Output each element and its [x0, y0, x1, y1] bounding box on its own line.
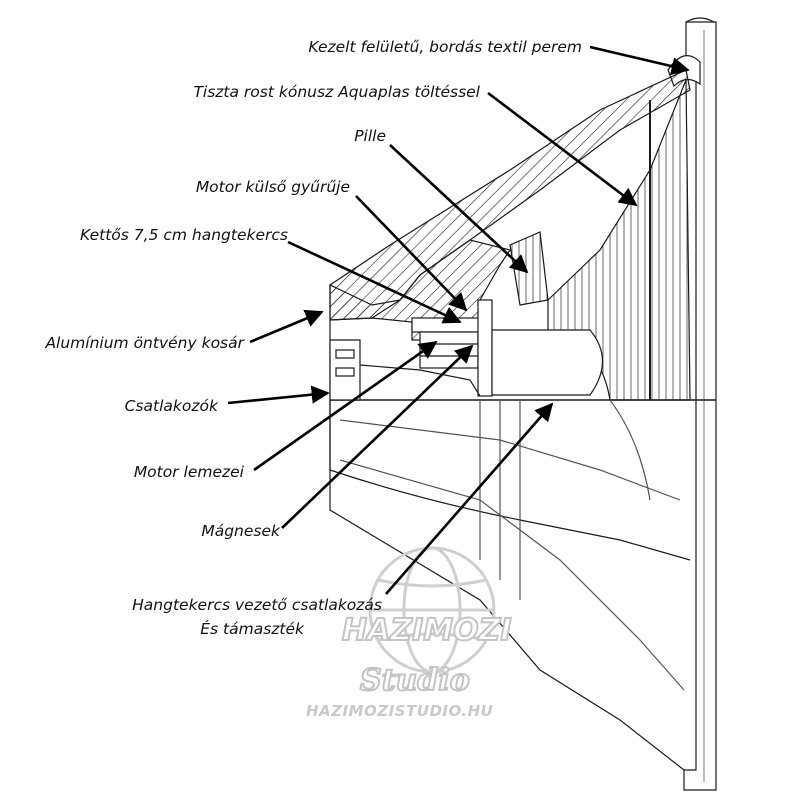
label-voice-coil: Kettős 7,5 cm hangtekercs — [80, 226, 288, 244]
label-dust-cap: Pille — [354, 127, 386, 145]
label-motor-plates: Motor lemezei — [134, 463, 245, 481]
pole-piece — [477, 299, 493, 397]
globe-icon — [368, 546, 496, 674]
arrow-basket — [249, 309, 324, 344]
arrow-surround — [589, 45, 690, 76]
label-terminals: Csatlakozók — [125, 397, 219, 415]
arrow-cone — [487, 91, 638, 207]
arrow-motor-ring — [355, 195, 468, 312]
arrow-terminals — [227, 385, 330, 405]
dust-cap — [509, 231, 549, 306]
leader-arrows — [227, 45, 690, 595]
arrow-coil-guide — [385, 402, 554, 595]
rear-body — [329, 320, 685, 771]
front-gasket — [683, 21, 717, 791]
label-magnets: Mágnesek — [201, 522, 281, 540]
arrow-voice-coil — [287, 240, 462, 324]
label-basket: Alumínium öntvény kosár — [44, 334, 245, 352]
label-coil-guide-line2: És támaszték — [200, 619, 305, 638]
watermark: HAZIMOZI Studio HAZIMOZISTUDIO.HU — [306, 546, 513, 720]
labels: Kezelt felületű, bordás textil perem Tis… — [44, 38, 582, 638]
watermark-script: Studio — [360, 663, 470, 698]
watermark-site: HAZIMOZISTUDIO.HU — [306, 702, 493, 720]
arrow-motor-plates — [253, 340, 438, 472]
label-surround: Kezelt felületű, bordás textil perem — [308, 38, 582, 56]
label-motor-ring: Motor külső gyűrűje — [196, 178, 350, 196]
label-coil-guide-line1: Hangtekercs vezető csatlakozás — [132, 596, 382, 614]
coil-former — [491, 329, 603, 396]
top-plate — [411, 317, 483, 333]
arrow-dust-cap — [389, 144, 529, 274]
speaker-drawing — [329, 17, 717, 791]
arrow-magnets — [281, 344, 474, 529]
label-cone: Tiszta rost kónusz Aquaplas töltéssel — [193, 83, 480, 101]
watermark-brand: HAZIMOZI — [342, 613, 512, 648]
